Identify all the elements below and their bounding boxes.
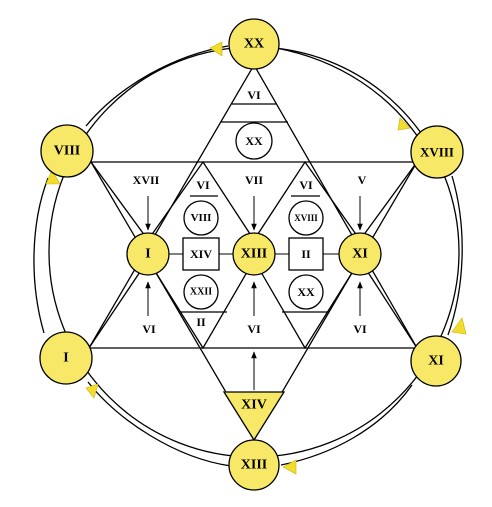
left-column-top-circle-label: VIII	[191, 212, 212, 224]
left-column-box	[182, 237, 220, 271]
ring-arrowhead-lower-left	[85, 383, 99, 399]
outer-ring	[33, 45, 463, 467]
outer-node-bottom: XIII	[228, 439, 280, 491]
outer-node-bottom-label: XIII	[241, 458, 267, 473]
top-triangle-circle	[235, 122, 273, 160]
right-column-bottom-circle-label: XX	[297, 285, 315, 299]
inner-node-right: XI	[338, 232, 382, 276]
upper-band-right: V	[358, 173, 367, 187]
triangle-up	[87, 63, 419, 349]
inner-node-left: I	[126, 232, 170, 276]
black-arrows	[145, 196, 363, 390]
left-column-bottom-circle	[183, 274, 219, 310]
right-column-box	[288, 237, 324, 271]
inner-node-right-label: XI	[352, 247, 368, 262]
ring-arrowhead-bottom	[282, 459, 297, 475]
right-column-box-label: II	[301, 247, 311, 261]
bottom-triangle-fill	[222, 391, 286, 442]
left-column-box-label: XIV	[190, 247, 212, 261]
right-column-top-circle-label: XVIII	[294, 213, 318, 223]
outer-node-top: XX	[228, 18, 280, 70]
ring-arrowheads	[45, 41, 467, 475]
ring-arrowhead-lower-right	[451, 317, 467, 335]
outer-node-top-label: XX	[244, 37, 264, 52]
triangle-down	[89, 161, 419, 442]
ring-arc-bottom-to-lower-left	[87, 381, 232, 467]
ring-arrowhead-upper-left	[45, 169, 61, 185]
top-triangle-region	[221, 103, 288, 123]
upper-band-right-inner: VI	[299, 178, 313, 192]
left-column-bottom-label: II	[196, 315, 206, 329]
ring-arc-lower-right-to-bottom	[280, 384, 413, 466]
right-column-bottom-circle	[288, 274, 324, 310]
lower-band-left: VI	[142, 322, 156, 336]
outer-node-upper-right-label: XVIII	[420, 145, 454, 160]
lower-band-right: VI	[353, 322, 367, 336]
outer-node-lower-right: XI	[410, 335, 462, 387]
bottom-triangle-label: XIV	[241, 398, 267, 413]
upper-band-middle: VII	[245, 173, 263, 187]
outer-node-lower-left: I	[39, 331, 93, 385]
outer-node-upper-left: VIII	[40, 124, 94, 178]
ring-arc-upper-left-to-top	[85, 45, 229, 127]
inner-node-center: XIII	[232, 232, 276, 276]
ring-arrowhead-upper-right	[397, 117, 411, 131]
ring-arc-upper-right-to-lower-right	[447, 175, 463, 336]
upper-band-left: XVII	[133, 173, 160, 187]
left-column-bottom-circle-label: XXII	[190, 287, 212, 298]
inner-node-center-label: XIII	[241, 247, 267, 262]
top-triangle-circle-label: XX	[245, 134, 263, 148]
top-triangle-label: VI	[247, 88, 261, 102]
outer-node-upper-left-label: VIII	[54, 144, 80, 159]
upper-band-left-inner: VI	[196, 178, 210, 192]
inner-node-left-label: I	[145, 247, 150, 262]
ring-arc-lower-left-to-upper-left	[33, 177, 49, 334]
right-column-top-circle	[288, 200, 324, 236]
left-column-top-circle	[183, 200, 219, 236]
outer-node-upper-right: XVIII	[410, 125, 464, 179]
ring-arc-top-to-upper-right	[275, 47, 421, 141]
outer-node-lower-right-label: XI	[428, 354, 444, 369]
ring-arrowhead-top	[209, 41, 223, 57]
outer-node-lower-left-label: I	[63, 351, 68, 366]
lower-band-middle: VI	[247, 322, 261, 336]
